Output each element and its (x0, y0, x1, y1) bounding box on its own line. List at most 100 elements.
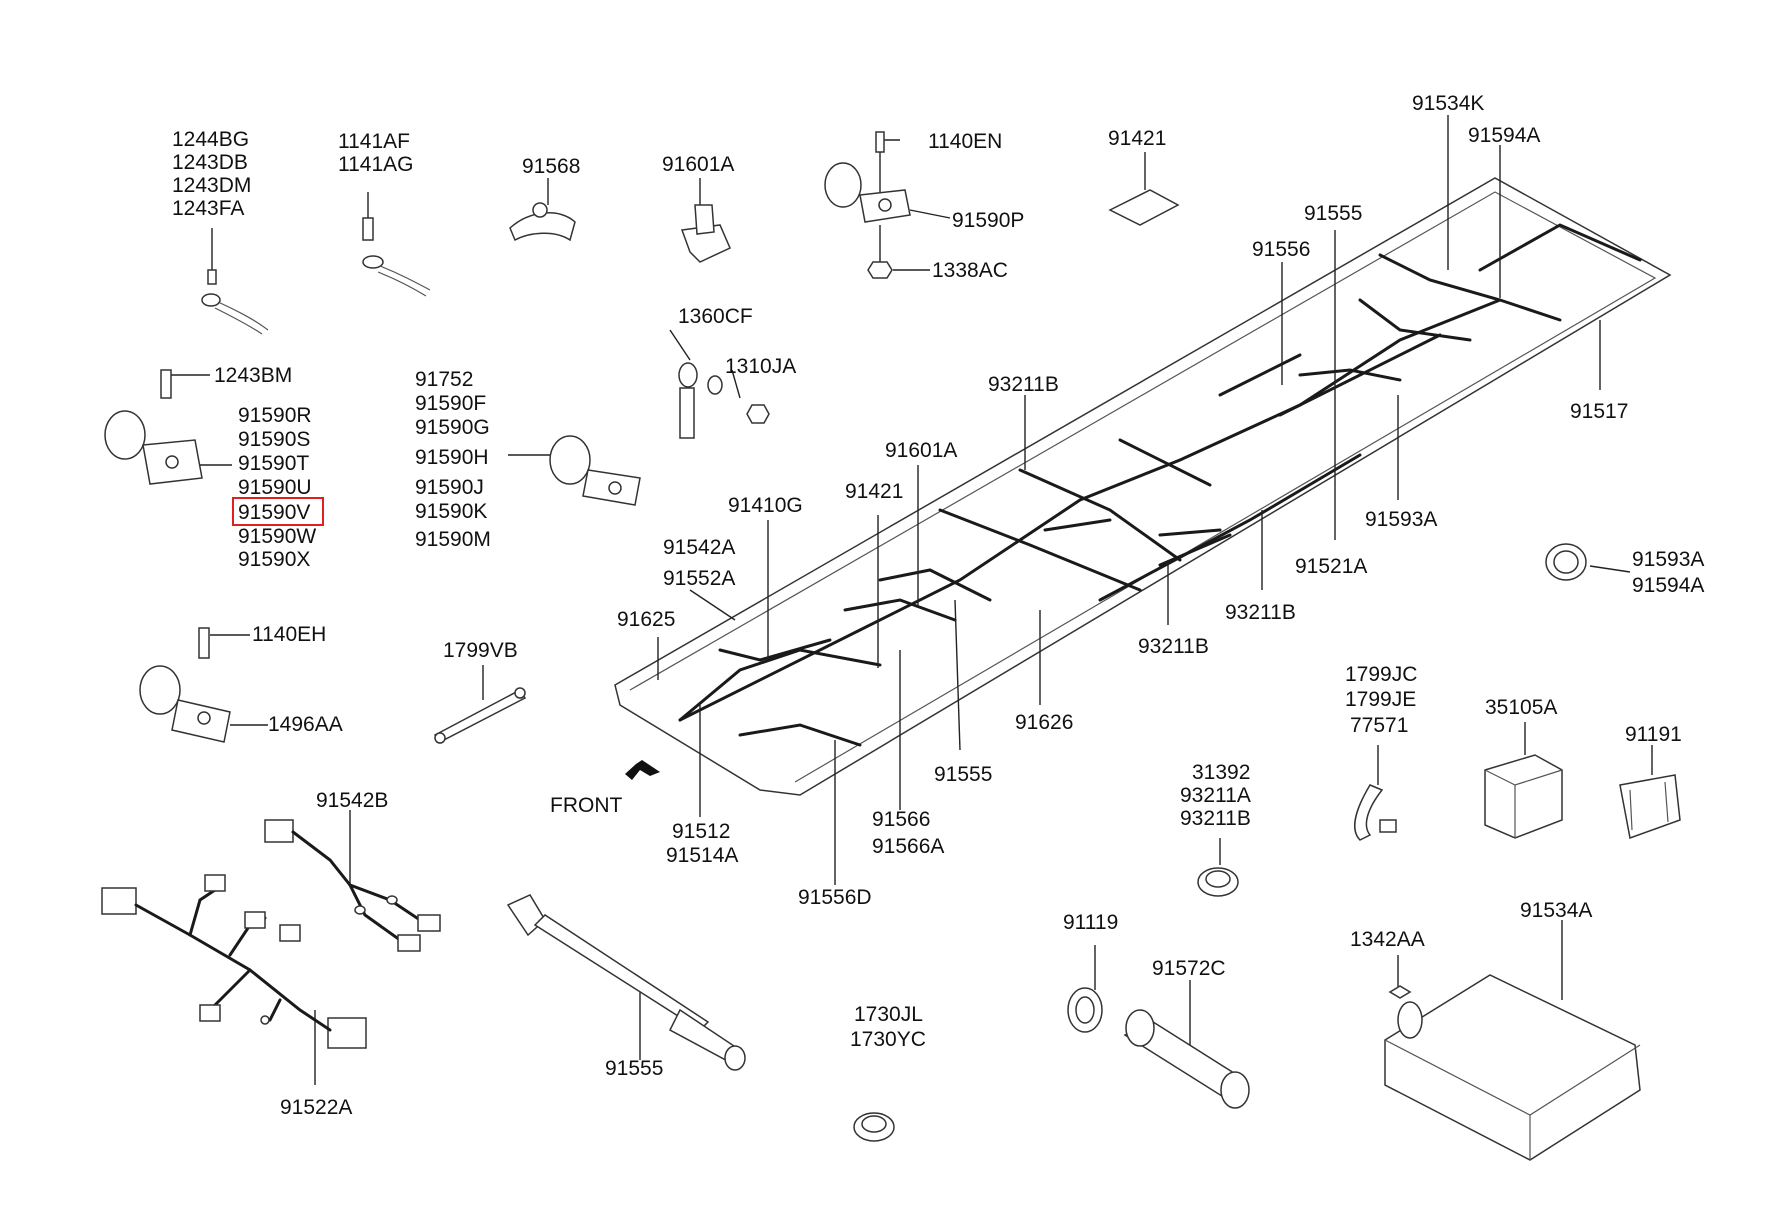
label-91590W: 91590W (238, 525, 316, 548)
label-1360CF: 1360CF (678, 305, 753, 328)
label-1141AF: 1141AF (338, 130, 410, 153)
label-91590M: 91590M (415, 528, 491, 551)
part-labels: 1244BG 1243DB 1243DM 1243FA 1141AF 1141A… (172, 92, 1704, 1119)
label-1338AC: 1338AC (932, 259, 1008, 282)
label-91593A-mid: 91593A (1365, 508, 1437, 531)
label-91601A-mid: 91601A (885, 439, 957, 462)
grommet-91119 (1067, 945, 1103, 1033)
junction-box-91534A (1384, 920, 1641, 1161)
label-77571: 77571 (1350, 714, 1408, 737)
clip-91601A (680, 178, 731, 263)
harness-91522A (101, 874, 367, 1085)
harness-91542B (264, 810, 441, 952)
clip-91568 (509, 178, 576, 242)
label-91534A: 91534A (1520, 899, 1592, 922)
label-93211B-top: 93211B (988, 373, 1059, 396)
label-91552A: 91552A (663, 567, 735, 590)
grommet-1730 (853, 1112, 895, 1142)
label-1730JL: 1730JL (854, 1003, 923, 1026)
label-91590F: 91590F (415, 392, 486, 415)
pad-91421 (1108, 152, 1180, 226)
label-91542B: 91542B (316, 789, 388, 812)
label-93211B-bottom: 93211B (1180, 807, 1251, 830)
selected-part-highlight (232, 497, 324, 526)
label-31392: 31392 (1192, 761, 1250, 784)
bracket-35105A (1484, 722, 1563, 839)
clamp-91590P (824, 131, 951, 279)
label-91601A: 91601A (662, 153, 734, 176)
label-1140EN: 1140EN (928, 130, 1002, 153)
label-91625: 91625 (617, 608, 675, 631)
terminal-1360CF (669, 329, 770, 439)
clamp-1243BM (104, 369, 232, 485)
tie-1799JC (1354, 745, 1397, 841)
label-91522A: 91522A (280, 1096, 352, 1119)
label-1496AA: 1496AA (268, 713, 343, 736)
label-91590H: 91590H (415, 446, 489, 469)
label-1243BM: 1243BM (214, 364, 292, 387)
label-91542A: 91542A (663, 536, 735, 559)
label-91590G: 91590G (415, 416, 490, 439)
label-91555-bottom: 91555 (605, 1057, 663, 1080)
label-91752: 91752 (415, 368, 473, 391)
label-93211B-mid: 93211B (1225, 601, 1296, 624)
label-1243DM: 1243DM (172, 174, 251, 197)
label-91521A: 91521A (1295, 555, 1367, 578)
label-1799JC: 1799JC (1345, 663, 1417, 686)
label-91572C: 91572C (1152, 957, 1226, 980)
label-91421-top: 91421 (1108, 127, 1166, 150)
roof-harness-assembly (614, 177, 1672, 796)
label-91556D: 91556D (798, 886, 872, 909)
label-91410G: 91410G (728, 494, 803, 517)
grommet-91593A (1545, 543, 1631, 581)
label-91556: 91556 (1252, 238, 1310, 261)
label-91514A: 91514A (666, 844, 738, 867)
label-91517: 91517 (1570, 400, 1628, 423)
label-1243DB: 1243DB (172, 151, 248, 174)
grommet-31392 (1197, 838, 1239, 897)
leader-lines (657, 115, 1601, 885)
label-1244BG: 1244BG (172, 128, 249, 151)
label-91593A-right: 91593A (1632, 548, 1704, 571)
label-91590V: 91590V (238, 501, 310, 524)
label-91568: 91568 (522, 155, 580, 178)
label-91534K: 91534K (1412, 92, 1484, 115)
label-1799JE: 1799JE (1345, 688, 1416, 711)
label-91590J: 91590J (415, 476, 484, 499)
label-1799VB: 1799VB (443, 639, 518, 662)
label-1140EH: 1140EH (252, 623, 326, 646)
label-1730YC: 1730YC (850, 1028, 926, 1051)
label-91555-top: 91555 (1304, 202, 1362, 225)
bolt-cable-1141 (362, 192, 431, 297)
label-91512: 91512 (672, 820, 730, 843)
clamp-91752 (508, 435, 641, 506)
label-91421-mid: 91421 (845, 480, 903, 503)
label-1310JA: 1310JA (725, 355, 796, 378)
label-91590U: 91590U (238, 476, 312, 499)
label-1141AG: 1141AG (338, 153, 414, 176)
label-93211B-low: 93211B (1138, 635, 1209, 658)
label-91594A-top: 91594A (1468, 124, 1540, 147)
cable-91555 (506, 894, 746, 1071)
label-1342AA: 1342AA (1350, 928, 1425, 951)
label-91590X: 91590X (238, 548, 310, 571)
label-91594A-right: 91594A (1632, 574, 1704, 597)
label-91590P: 91590P (952, 209, 1024, 232)
bolt-cable-1244 (201, 228, 269, 335)
label-91566A: 91566A (872, 835, 944, 858)
label-front: FRONT (550, 794, 622, 817)
strap-1799VB (433, 665, 527, 744)
label-91555-mid: 91555 (934, 763, 992, 786)
label-91566: 91566 (872, 808, 930, 831)
label-91191: 91191 (1625, 723, 1682, 746)
label-35105A: 35105A (1485, 696, 1557, 719)
label-91590K: 91590K (415, 500, 487, 523)
label-93211A: 93211A (1180, 784, 1251, 807)
label-91119: 91119 (1063, 911, 1118, 934)
clamp-1140EH (139, 627, 268, 743)
tube-91572C (1123, 980, 1250, 1109)
label-91590S: 91590S (238, 428, 310, 451)
label-91590R: 91590R (238, 404, 312, 427)
clip-91191 (1619, 745, 1681, 840)
